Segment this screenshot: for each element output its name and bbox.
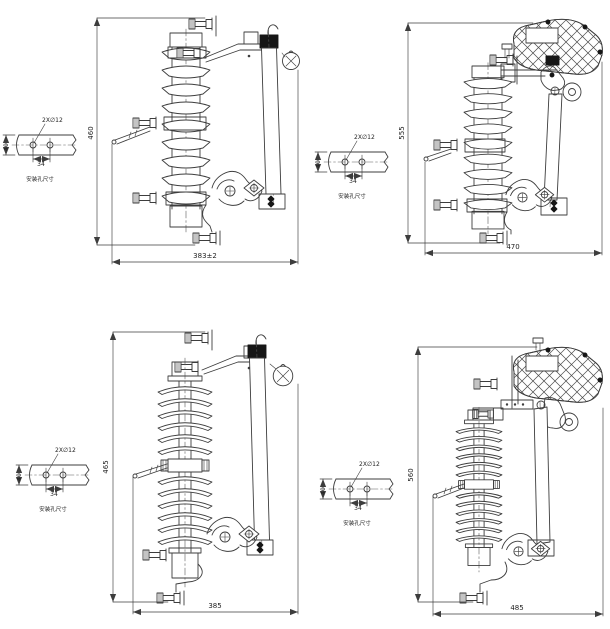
figure-top-right: 2X∅12 40 34 安装孔尺寸 555 470: [305, 0, 610, 316]
height-value: 560: [407, 468, 415, 481]
height-value: 460: [87, 126, 95, 139]
height-dimension: 560: [407, 347, 537, 602]
mounting-hole-detail: 2X∅12 40 34 安装孔尺寸: [320, 461, 394, 527]
mount-height-label: 40: [315, 160, 322, 168]
width-dimension: 383±2: [112, 70, 298, 266]
arc-chute-housing: [513, 18, 603, 101]
mounting-hole-detail: 2X∅12 40 34 安装孔尺寸: [315, 134, 389, 200]
width-value: 485: [510, 604, 523, 612]
mounting-hole-detail: 2X∅12 40 34 安装孔尺寸: [16, 447, 90, 513]
porcelain-insulator: [161, 28, 211, 234]
width-dimension: 485: [433, 408, 603, 618]
mount-spacing-label: 34: [354, 505, 362, 512]
bottom-terminal: [156, 564, 202, 605]
figure-top-left: 2X∅12 40 34 安装孔尺寸 460 383±2: [0, 0, 305, 316]
mount-caption: 安装孔尺寸: [343, 519, 371, 527]
stay-rod: [112, 116, 206, 144]
bottom-terminal: [459, 562, 507, 605]
stay-rod: [133, 464, 167, 478]
stay-rod: [433, 484, 464, 498]
lower-contact-assembly: [433, 179, 555, 212]
mount-holes-label: 2X∅12: [55, 447, 76, 454]
mount-caption: 安装孔尺寸: [26, 175, 54, 183]
figure-bottom-left: 2X∅12 40 34 安装孔尺寸 465 385: [0, 312, 305, 629]
lower-contact-assembly: [132, 171, 265, 206]
top-terminal: [472, 356, 533, 420]
width-value: 383±2: [193, 252, 217, 260]
fuse-tube: [259, 25, 300, 209]
flip-ring: [282, 50, 300, 70]
mount-holes-label: 2X∅12: [354, 134, 375, 141]
fuse-tube: [247, 335, 294, 555]
stay-rod: [424, 138, 505, 161]
bottom-terminal: [479, 212, 511, 245]
mount-spacing-label: 34: [50, 491, 58, 498]
mount-height-label: 40: [320, 487, 327, 495]
height-value: 555: [398, 126, 406, 139]
width-dimension: 470: [425, 62, 602, 257]
mount-caption: 安装孔尺寸: [338, 192, 366, 200]
width-dimension: 385: [133, 384, 298, 616]
mount-caption: 安装孔尺寸: [39, 505, 67, 513]
mount-height-label: 40: [3, 143, 10, 151]
flip-ring: [272, 363, 294, 387]
fuse-tube: [528, 401, 554, 556]
mount-height-label: 40: [16, 473, 23, 481]
polymer-insulator: [455, 406, 503, 573]
mount-holes-label: 2X∅12: [359, 461, 380, 468]
height-value: 465: [102, 460, 110, 473]
fuse-tube: [541, 87, 567, 215]
mounting-hole-detail: 2X∅12 40 34 安装孔尺寸: [3, 117, 77, 183]
width-value: 470: [506, 243, 519, 251]
width-value: 385: [208, 602, 221, 610]
figure-bottom-right: 2X∅12 40 34 安装孔尺寸 560 485: [305, 312, 610, 629]
height-dimension: 460: [87, 18, 205, 245]
mount-spacing-label: 34: [349, 178, 357, 185]
top-terminal: [188, 16, 262, 62]
mount-spacing-label: 34: [37, 161, 45, 168]
mount-holes-label: 2X∅12: [42, 117, 63, 124]
arc-chute-housing: [513, 338, 603, 431]
bottom-terminal: [192, 205, 220, 245]
